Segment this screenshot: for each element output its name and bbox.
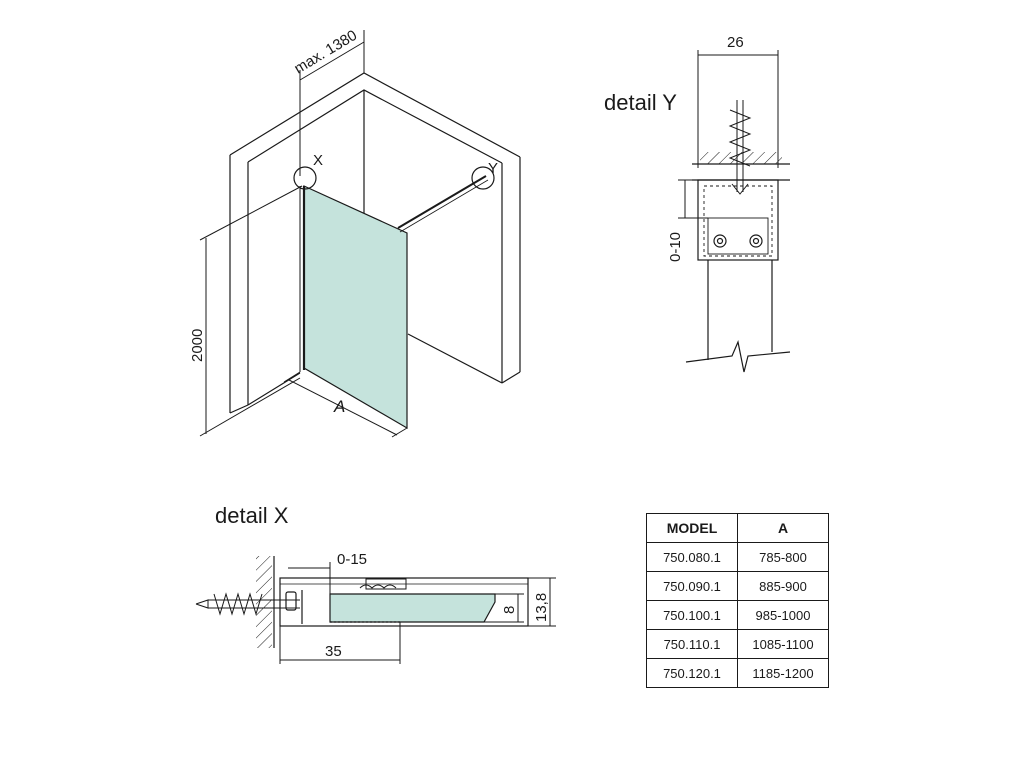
table-row: 750.100.1 985-1000 [646,600,829,630]
table-cell-model: 750.080.1 [646,542,738,572]
table-row: 750.090.1 885-900 [646,571,829,601]
table-cell-model: 750.090.1 [646,571,738,601]
table-cell-model: 750.110.1 [646,629,738,659]
column-header-model: MODEL [646,513,738,543]
table-cell-a: 785-800 [737,542,829,572]
detail-y-bracket [697,179,779,261]
table-cell-model: 750.120.1 [646,658,738,688]
detail-y-dim-adjust: 0-10 [667,232,684,262]
detail-x-marker-circle [293,166,317,190]
detail-x-dim-adjust: 0-15 [337,551,367,568]
table-row: 750.120.1 1185-1200 [646,658,829,688]
table-row: 750.080.1 785-800 [646,542,829,572]
table-row: 750.110.1 1085-1100 [646,629,829,659]
marker-y-label: Y [488,160,498,177]
main-view [199,30,521,438]
detail-y-dim-width: 26 [727,34,744,51]
detail-x-profile [279,577,529,627]
right-wall [407,157,521,384]
table-cell-a: 885-900 [737,571,829,601]
detail-x-glass [329,593,496,623]
dim-width-a-label: A [333,397,345,416]
table-cell-model: 750.100.1 [646,600,738,630]
detail-x-dim-depth: 35 [325,643,342,660]
detail-x-screw [195,592,300,616]
detail-x-title: detail X [215,503,289,528]
dimension-width-a [283,371,408,438]
detail-x-dim-profile: 13,8 [533,593,550,622]
detail-y-title: detail Y [604,90,677,115]
dim-height-label: 2000 [189,329,206,362]
column-header-a: A [737,513,829,543]
marker-x-label: X [313,152,323,169]
detail-y-screw [728,100,752,195]
table-cell-a: 1185-1200 [737,658,829,688]
dimension-height [199,185,303,437]
table-header-row: MODEL A [646,513,829,543]
model-table: MODEL A 750.080.1 785-800 750.090.1 885-… [646,513,829,688]
detail-y-marker-circle [471,166,495,190]
detail-y-drawing [678,50,791,373]
dimension-max-width [299,30,365,176]
table-cell-a: 1085-1100 [737,629,829,659]
table-cell-a: 985-1000 [737,600,829,630]
glass-panel [303,185,408,430]
dim-max-width-label: max. 1380 [291,27,360,78]
detail-x-drawing [195,556,556,664]
detail-x-dim-glass: 8 [501,606,518,614]
stabilizer-bar [397,175,487,229]
